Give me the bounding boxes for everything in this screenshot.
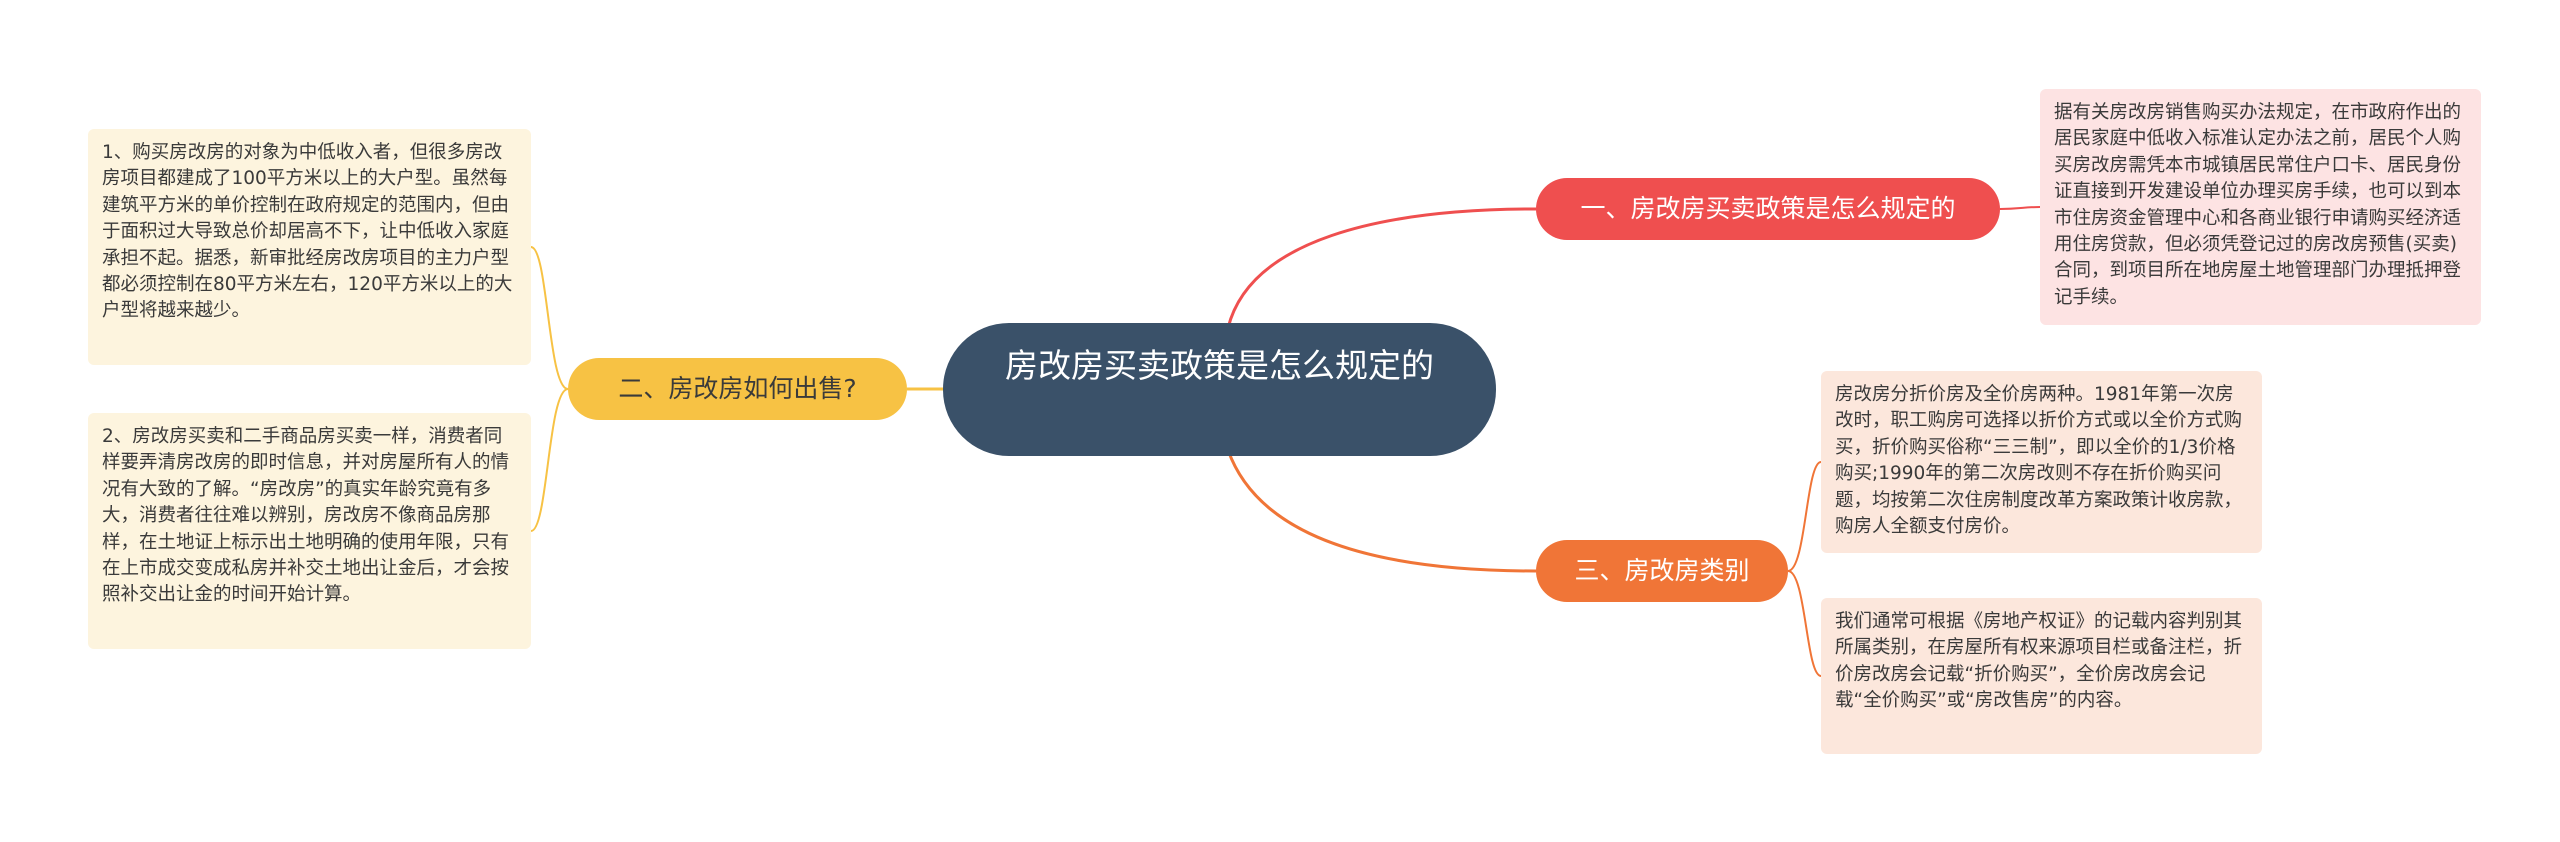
branch-topic-1-label: 一、房改房买卖政策是怎么规定的 — [1580, 194, 1956, 223]
connector-root-to-branch-3 — [1226, 449, 1537, 573]
leaf-topic-1-1-text: 据有关房改房销售购买办法规定，在市政府作出的居民家庭中低收入标准认定办法之前，居… — [2054, 102, 2462, 308]
leaf-topic-1-1[interactable]: 据有关房改房销售购买办法规定，在市政府作出的居民家庭中低收入标准认定办法之前，居… — [2040, 89, 2481, 325]
branch-topic-2-label: 二、房改房如何出售? — [618, 374, 857, 403]
leaf-topic-2-1-text: 1、购买房改房的对象为中低收入者，但很多房改房项目都建成了100平方米以上的大户… — [102, 142, 513, 322]
branch-topic-3[interactable]: 三、房改房类别 — [1536, 540, 1788, 602]
connector-branch-3-to-leaf-2 — [1787, 570, 1822, 677]
connector-branch-2-to-leaf-2 — [530, 388, 569, 532]
connector-root-to-branch-1 — [1226, 207, 1537, 329]
leaf-topic-3-2-text: 我们通常可根据《房地产权证》的记载内容判别其所属类别，在房屋所有权来源项目栏或备… — [1835, 611, 2243, 712]
branch-topic-2[interactable]: 二、房改房如何出售? — [568, 358, 907, 420]
connector-branch-3-to-leaf-1 — [1787, 461, 1822, 572]
branch-topic-3-label: 三、房改房类别 — [1574, 556, 1750, 585]
root-topic[interactable]: 房改房买卖政策是怎么规定的 — [943, 323, 1496, 456]
leaf-topic-3-1[interactable]: 房改房分折价房及全价房两种。1981年第一次房改时，职工购房可选择以折价方式或以… — [1821, 371, 2262, 553]
branch-topic-1[interactable]: 一、房改房买卖政策是怎么规定的 — [1536, 178, 2000, 240]
leaf-topic-2-1[interactable]: 1、购买房改房的对象为中低收入者，但很多房改房项目都建成了100平方米以上的大户… — [88, 129, 531, 365]
leaf-topic-3-1-text: 房改房分折价房及全价房两种。1981年第一次房改时，职工购房可选择以折价方式或以… — [1835, 384, 2243, 538]
connector-branch-1-to-leaf — [1999, 206, 2041, 210]
leaf-topic-3-2[interactable]: 我们通常可根据《房地产权证》的记载内容判别其所属类别，在房屋所有权来源项目栏或备… — [1821, 598, 2262, 754]
leaf-topic-2-2[interactable]: 2、房改房买卖和二手商品房买卖一样，消费者同样要弄清房改房的即时信息，并对房屋所… — [88, 413, 531, 649]
connector-branch-2-to-leaf-1 — [530, 246, 569, 390]
leaf-topic-2-2-text: 2、房改房买卖和二手商品房买卖一样，消费者同样要弄清房改房的即时信息，并对房屋所… — [102, 426, 510, 606]
root-topic-label: 房改房买卖政策是怎么规定的 — [1005, 346, 1434, 385]
